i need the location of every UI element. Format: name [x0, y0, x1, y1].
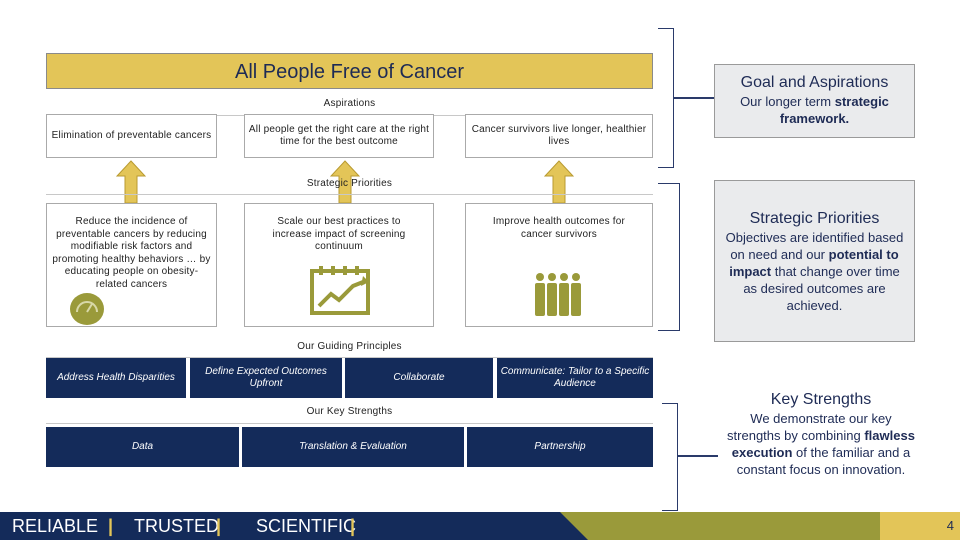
footer-accent-stripe	[560, 512, 960, 540]
strength-text: Translation & Evaluation	[299, 440, 407, 452]
strength-text: Data	[131, 440, 154, 452]
panel-body-emphasis: potential to impact	[729, 247, 899, 279]
priority-card-2: Scale our best practices to increase imp…	[244, 203, 434, 327]
principle-card-4: Communicate: Tailor to a Specific Audien…	[497, 358, 653, 398]
page-number: 4	[946, 518, 954, 533]
panel-body: Our longer term	[740, 94, 835, 109]
panel-body-emphasis: flawless execution	[731, 428, 915, 460]
panel-title: Strategic Priorities	[749, 210, 880, 227]
priority-text: Reduce the incidence of preventable canc…	[52, 216, 211, 290]
aspirations-label: Aspirations	[323, 98, 376, 109]
footer-word-reliable: RELIABLE	[12, 516, 99, 536]
people-group-icon	[535, 273, 581, 316]
vision-banner: All People Free of Cancer	[46, 53, 653, 89]
goal-panel: Goal and Aspirations Our longer term str…	[714, 64, 915, 138]
footer-separator: |	[108, 516, 114, 536]
connector-goal	[674, 97, 714, 99]
strengths-divider	[46, 423, 653, 424]
growth-chart-icon	[310, 266, 370, 315]
principle-card-1: Address Health Disparities	[46, 358, 186, 398]
strength-text: Partnership	[534, 440, 586, 452]
principle-text: Address Health Disparities	[57, 371, 175, 383]
footer-word-scientific: SCIENTIFIC	[256, 516, 357, 536]
aspiration-text: Cancer survivors live longer, healthier …	[471, 123, 647, 148]
principle-text: Collaborate	[393, 371, 445, 383]
panel-body: of the familiar and a constant focus on …	[736, 445, 911, 477]
footer-separator: |	[216, 516, 222, 536]
strengths-label: Our Key Strengths	[306, 406, 393, 417]
strategic-label: Strategic Priorities	[306, 178, 393, 189]
aspiration-card-3: Cancer survivors live longer, healthier …	[465, 114, 653, 158]
strategic-divider	[46, 194, 653, 195]
bracket-strengths	[662, 403, 678, 511]
aspiration-card-1: Elimination of preventable cancers	[46, 114, 217, 158]
connector-strengths	[678, 455, 718, 457]
strength-card-3: Partnership	[467, 427, 653, 467]
principle-text: Define Expected Outcomes Upfront	[205, 365, 327, 390]
priority-card-1: Reduce the incidence of preventable canc…	[46, 203, 217, 327]
strengths-panel: Key Strengths We demonstrate our key str…	[720, 390, 922, 500]
panel-body: We demonstrate our key strengths by comb…	[727, 411, 892, 443]
principle-text: Communicate: Tailor to a Specific Audien…	[500, 365, 650, 390]
aspiration-text: Elimination of preventable cancers	[51, 129, 212, 141]
footer-word-trusted: TRUSTED	[134, 516, 219, 536]
aspiration-text: All people get the right care at the rig…	[248, 123, 430, 148]
priority-text: Improve health outcomes for cancer survi…	[492, 216, 626, 240]
principles-label: Our Guiding Principles	[297, 341, 402, 352]
principle-card-3: Collaborate	[345, 358, 493, 398]
panel-body: that change over time as desired outcome…	[743, 264, 900, 313]
strength-card-2: Translation & Evaluation	[242, 427, 464, 467]
bracket-goal	[658, 28, 674, 168]
priority-text: Scale our best practices to increase imp…	[272, 216, 406, 252]
priorities-panel: Strategic Priorities Objectives are iden…	[714, 180, 915, 342]
principle-card-2: Define Expected Outcomes Upfront	[190, 358, 342, 398]
strength-card-1: Data	[46, 427, 239, 467]
panel-title: Key Strengths	[770, 391, 872, 408]
gauge-icon	[70, 293, 104, 325]
panel-body-emphasis: strategic framework.	[779, 94, 889, 126]
panel-title: Goal and Aspirations	[740, 74, 889, 91]
bracket-priorities	[658, 183, 680, 331]
panel-body: Objectives are identified based on need …	[725, 230, 904, 262]
aspiration-card-2: All people get the right care at the rig…	[244, 114, 434, 158]
principles-divider	[46, 357, 653, 358]
footer-separator: |	[350, 516, 356, 536]
priority-card-3: Improve health outcomes for cancer survi…	[465, 203, 653, 327]
